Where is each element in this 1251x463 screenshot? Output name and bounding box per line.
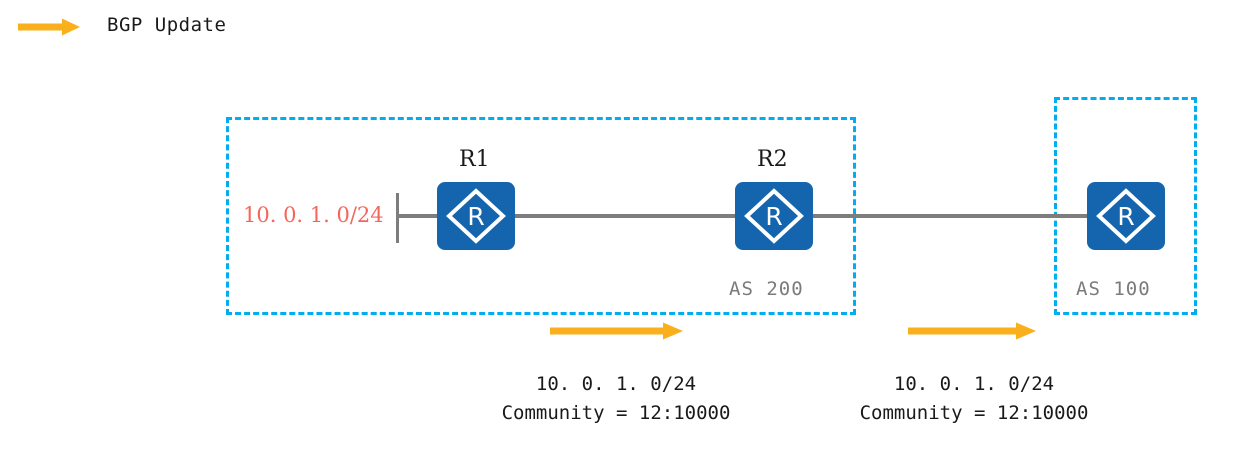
- update-community-2: Community = 12:10000: [859, 402, 1089, 425]
- update-prefix-2: 10. 0. 1. 0/24: [893, 373, 1055, 395]
- update-annotation-1: 10. 0. 1. 0/24 Community = 12:10000: [466, 370, 766, 429]
- router-diamond-icon: R: [744, 188, 804, 244]
- as-boundary-as-100: [1054, 97, 1197, 315]
- legend-arrow-right-icon: [18, 18, 80, 36]
- advertised-prefix-label: 10. 0. 1. 0/24: [243, 203, 384, 227]
- link-r1-to-r2: [512, 214, 738, 218]
- update-annotation-2: 10. 0. 1. 0/24 Community = 12:10000: [824, 370, 1124, 429]
- router-label-r2: R2: [757, 147, 788, 172]
- router-r3[interactable]: R: [1087, 182, 1165, 250]
- svg-text:R: R: [1117, 202, 1134, 231]
- router-r2[interactable]: R: [735, 182, 813, 250]
- router-diamond-icon: R: [1096, 188, 1156, 244]
- network-stub-tick: [396, 193, 399, 243]
- link-stub-to-r1: [396, 214, 441, 218]
- update-prefix-1: 10. 0. 1. 0/24: [535, 373, 697, 395]
- svg-text:R: R: [467, 202, 484, 231]
- router-diamond-icon: R: [446, 188, 506, 244]
- update-arrow-right-icon-1: [550, 322, 683, 340]
- as-label-as-200: AS 200: [729, 278, 804, 300]
- router-r1[interactable]: R: [437, 182, 515, 250]
- as-label-as-100: AS 100: [1076, 278, 1151, 300]
- update-arrow-right-icon-2: [908, 322, 1036, 340]
- link-r2-to-r3: [810, 214, 1090, 218]
- router-label-r1: R1: [459, 147, 490, 172]
- svg-text:R: R: [765, 202, 782, 231]
- legend-label: BGP Update: [107, 14, 227, 36]
- update-community-1: Community = 12:10000: [501, 402, 731, 425]
